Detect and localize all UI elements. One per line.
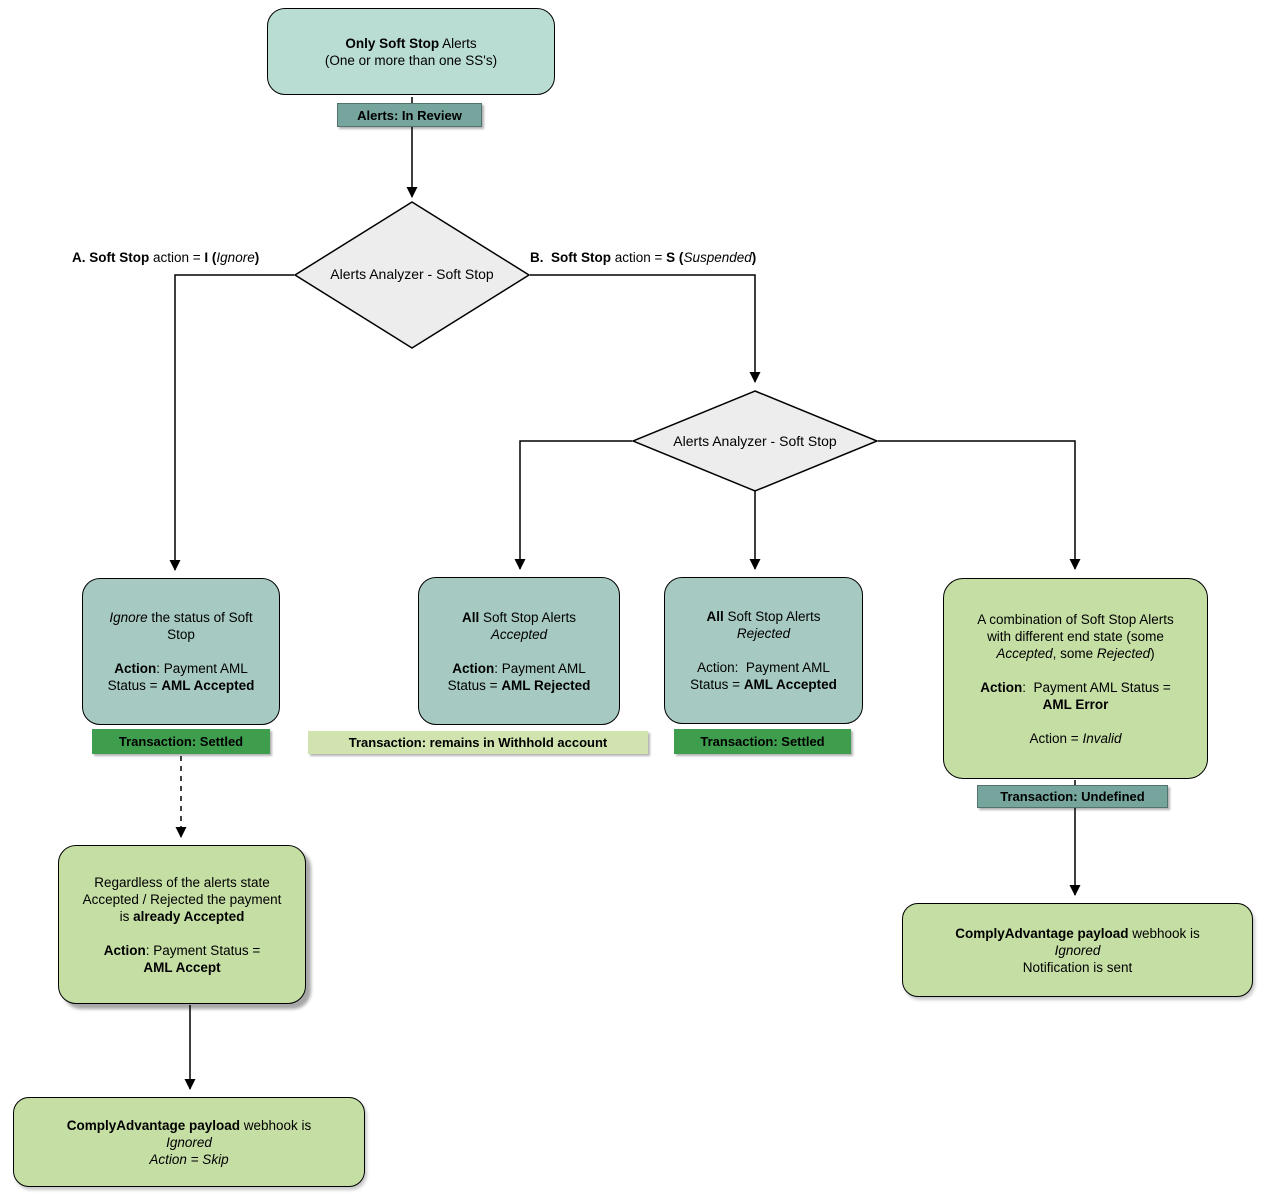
connector-d2-right [878, 440, 1081, 570]
alerts-in-review-badge: Alerts: In Review [337, 103, 482, 127]
decision1-diamond [293, 201, 531, 349]
transaction-undefined-badge: Transaction: Undefined [977, 785, 1168, 808]
text-line [1074, 713, 1078, 730]
text-line: All Soft Stop Alerts [706, 609, 821, 624]
text-line: Accepted [490, 626, 548, 642]
text-line: B. Soft Stop action = S (Suspended) [530, 250, 757, 265]
text-line [179, 643, 183, 660]
text-line: Accepted / Rejected the payment [82, 891, 282, 907]
start-node: Only Soft Stop Alerts(One or more than o… [267, 8, 555, 95]
text-line: Action: Payment AML [697, 660, 830, 675]
text-line: All Soft Stop Alerts [461, 609, 577, 625]
branch-a-label: A. Soft Stop action = I (Ignore) [72, 249, 259, 266]
text-line: Notification is sent [1022, 959, 1133, 975]
text-line: Action: Payment AML Status = [980, 679, 1171, 695]
text-line: Status = AML Rejected [447, 677, 591, 693]
text-line: Ignored [1054, 942, 1101, 958]
decision1-label: Alerts Analyzer - Soft Stop [330, 266, 494, 282]
text-line: Rejected [736, 626, 791, 641]
text-line: Only Soft Stop Alerts [345, 35, 477, 51]
text-line [517, 643, 521, 660]
text-line: Action: Payment Status = [103, 942, 261, 958]
text-line: Accepted, some Rejected) [996, 645, 1155, 661]
text-line: Ignore the status of Soft [109, 610, 253, 625]
text-line: Status = AML Accepted [107, 678, 255, 693]
text-line: Ignored [166, 1134, 212, 1150]
connector-branch-a [169, 274, 294, 571]
transaction-settled-badge-2: Transaction: Settled [674, 729, 851, 754]
text-line: Action: Payment AML [114, 661, 248, 676]
text-line: Status = AML Accepted [690, 677, 837, 692]
text-line [762, 642, 766, 659]
connector-branch-b [530, 274, 761, 383]
text-line: ComplyAdvantage payload webhook is [955, 925, 1200, 941]
text-line: AML Accept [143, 959, 221, 975]
text-line [1074, 662, 1078, 679]
text-line: ComplyAdvantage payload webhook is [66, 1117, 312, 1133]
branch-b-label: B. Soft Stop action = S (Suspended) [530, 249, 756, 266]
transaction-withhold-badge: Transaction: remains in Withhold account [308, 731, 648, 754]
text-line: Action = Invalid [1029, 730, 1122, 746]
text-line: with different end state (some [987, 628, 1164, 644]
text-line: A. Soft Stop action = I (Ignore) [72, 250, 260, 265]
text-line: A combination of Soft Stop Alerts [977, 611, 1174, 627]
text-line: Action = Skip [149, 1151, 229, 1167]
text-line: Regardless of the alerts state [94, 874, 270, 890]
text-line: AML Error [1042, 696, 1109, 712]
text-line: Stop [167, 627, 195, 642]
connector-d2-left [514, 440, 632, 570]
text-line [180, 925, 184, 942]
transaction-settled-badge-1: Transaction: Settled [92, 729, 270, 754]
text-line: Action: Payment AML [452, 660, 586, 676]
text-line: is already Accepted [119, 908, 245, 924]
text-line: (One or more than one SS's) [324, 52, 498, 68]
decision2-diamond [631, 390, 879, 492]
decision2-label: Alerts Analyzer - Soft Stop [673, 433, 837, 449]
